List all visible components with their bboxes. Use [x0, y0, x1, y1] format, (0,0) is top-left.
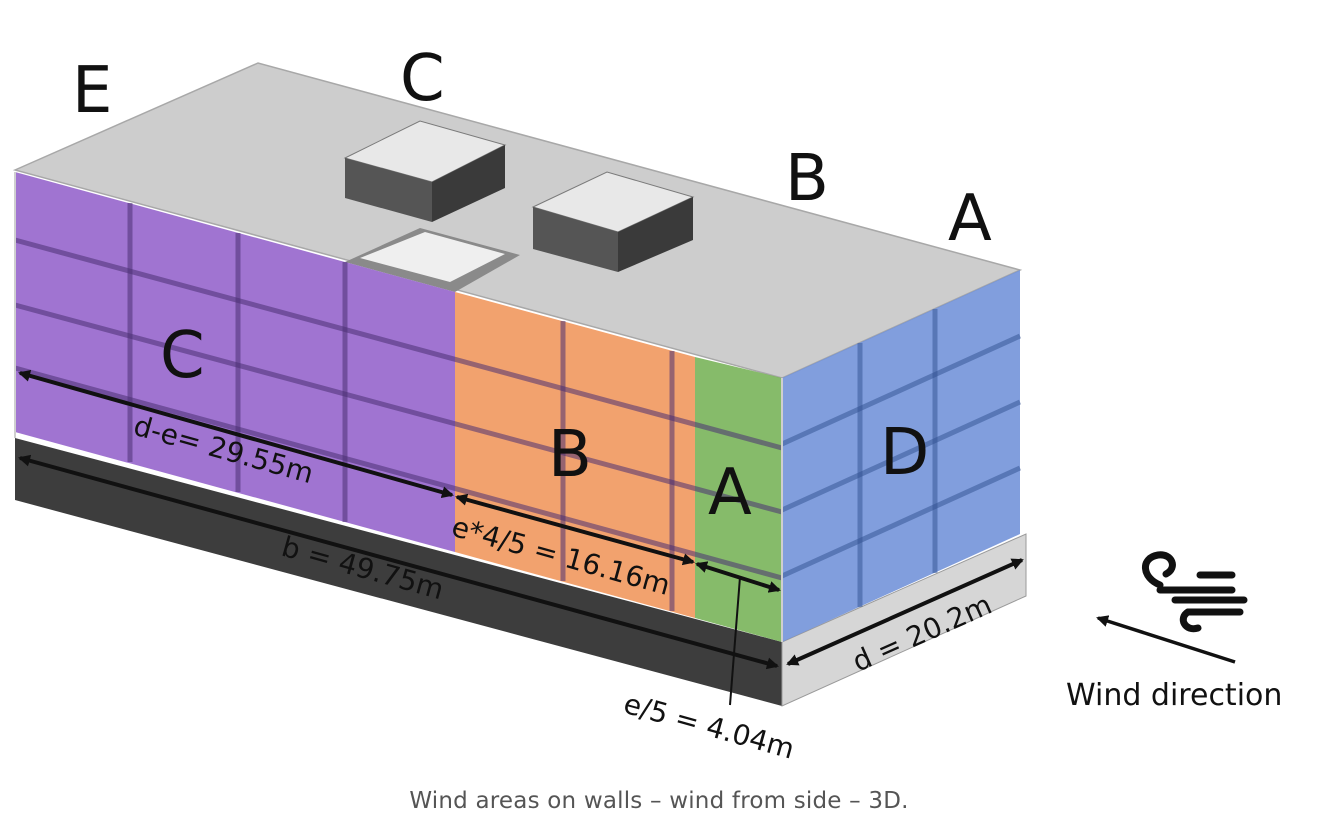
dim-line-e-5	[695, 561, 781, 593]
rooftop-unit-2	[531, 171, 695, 272]
figure-caption: Wind areas on walls – wind from side – 3…	[409, 788, 909, 814]
rooftop-unit-1	[343, 120, 507, 222]
dim-line-e-4-5	[455, 493, 695, 566]
roof-label-e: E	[72, 54, 112, 128]
roof-label-b: B	[785, 142, 829, 216]
side-grid	[780, 309, 1022, 607]
building-edges	[14, 172, 783, 642]
wind-icon	[1142, 551, 1248, 633]
dim-leader-e-5	[729, 576, 741, 706]
building-diagram: E C B A C B A D d-e= 29.55m b = 49.75m e…	[12, 42, 1282, 766]
zone-label-b: B	[548, 418, 592, 492]
wind-direction-label: Wind direction	[1066, 678, 1282, 713]
roof-label-c: C	[400, 42, 445, 116]
dim-line-b	[18, 454, 779, 670]
zone-label-a: A	[708, 456, 752, 530]
roof-opening-inner	[360, 232, 505, 282]
zone-label-c: C	[160, 319, 205, 393]
roof-label-a: A	[948, 182, 992, 256]
dim-line-d	[786, 558, 1024, 666]
wind-arrow	[1096, 615, 1236, 664]
zone-label-d: D	[880, 416, 929, 490]
